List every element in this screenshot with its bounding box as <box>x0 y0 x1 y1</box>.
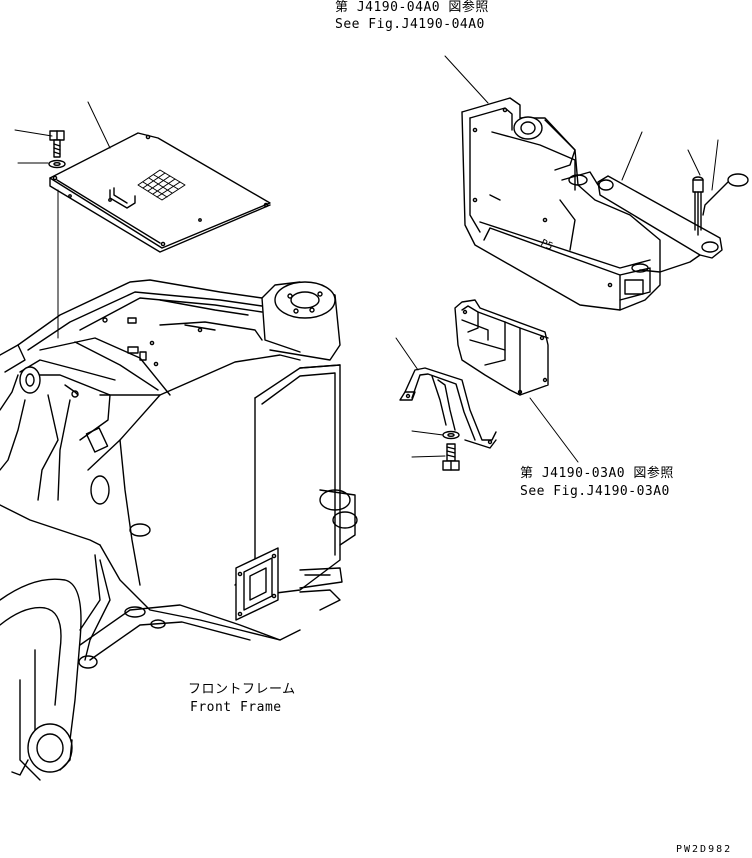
flange-plate <box>236 548 278 620</box>
svg-text:P5: P5 <box>539 238 555 253</box>
cover-handle <box>110 188 135 208</box>
drawing-code: PW2D982 <box>676 844 733 855</box>
pin-clip <box>703 174 748 215</box>
cover-grille <box>138 170 185 200</box>
top-cover-plate <box>50 133 270 252</box>
ref-lower-jp: 第 J4190-03A0 図参照 <box>520 466 674 481</box>
lock-pin <box>693 177 703 235</box>
bracket-frame: P5 <box>462 98 660 310</box>
front-frame-en: Front Frame <box>190 700 282 715</box>
link-bar <box>598 176 722 272</box>
washer-upper <box>49 161 65 168</box>
front-frame <box>0 280 357 780</box>
bolt-lower <box>443 444 459 470</box>
ref-lower-en: See Fig.J4190-03A0 <box>520 484 670 499</box>
front-frame-jp: フロントフレーム <box>188 682 296 697</box>
bolt-upper <box>50 131 64 157</box>
ref-upper-en: See Fig.J4190-04A0 <box>335 17 485 32</box>
ref-upper-jp: 第 J4190-04A0 図参照 <box>335 0 489 15</box>
u-bracket <box>400 368 496 448</box>
washer-lower <box>443 432 459 439</box>
guard-cover <box>455 300 548 395</box>
